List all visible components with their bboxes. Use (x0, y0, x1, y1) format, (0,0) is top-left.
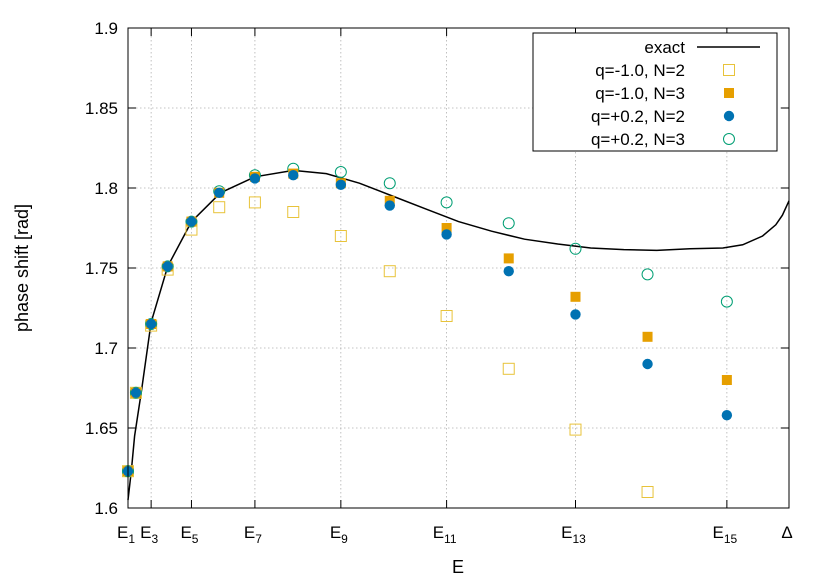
x-tick-label-main: E (330, 523, 341, 542)
data-point (502, 217, 515, 230)
legend-marker-series-3 (723, 110, 735, 122)
data-point (502, 362, 515, 375)
x-tick-label-subscript: 7 (255, 532, 262, 546)
data-point (249, 173, 261, 184)
data-point (383, 265, 396, 278)
data-point (642, 331, 653, 342)
legend-label-series-2: q=-1.0, N=3 (595, 84, 685, 103)
series-1 (122, 196, 654, 498)
data-point (335, 179, 347, 190)
data-point (288, 170, 299, 181)
data-point (162, 261, 173, 272)
x-tick-label-subscript: 15 (724, 532, 738, 546)
y-axis-ticks: 1.6 1.65 1.7 1.75 1.8 1.85 1.9 (85, 19, 789, 518)
y-tick-label: 1.75 (85, 259, 118, 278)
x-tick-label-main: E (244, 523, 255, 542)
data-point (721, 375, 732, 385)
y-tick-label: 1.85 (85, 99, 118, 118)
data-point (440, 196, 453, 209)
legend-marker-series-2 (724, 88, 734, 98)
data-point (570, 309, 581, 320)
data-point (441, 223, 452, 233)
x-tick-label-subscript: 9 (341, 532, 348, 546)
data-point (720, 295, 733, 308)
x-tick-label: E13 (561, 523, 586, 546)
data-point (287, 206, 300, 218)
exact-curve-layer (127, 169, 790, 501)
x-tick-label: E11 (433, 523, 457, 546)
x-tick-label: E5 (180, 523, 198, 546)
data-point (570, 291, 581, 302)
x-tick-label-main: E (140, 523, 151, 542)
x-tick-label-main: E (713, 523, 724, 542)
data-point (383, 177, 396, 190)
data-point (145, 318, 158, 330)
x-tick-label-subscript: 11 (444, 532, 457, 546)
y-tick-label: 1.7 (94, 339, 118, 358)
data-point (186, 216, 197, 227)
data-point (185, 215, 198, 228)
data-point (213, 201, 226, 214)
x-tick-label: E1 (117, 523, 135, 546)
data-point (130, 387, 142, 398)
data-points (122, 162, 733, 498)
x-tick-label: E9 (330, 523, 348, 546)
x-tick-label-main: E (561, 523, 572, 542)
legend-box (532, 32, 778, 152)
exact-curve (127, 169, 790, 501)
x-tick-label-subscript: 13 (572, 532, 586, 546)
series-3 (122, 170, 733, 477)
data-point (721, 410, 733, 421)
data-point (129, 386, 142, 399)
x-axis-label: E (452, 557, 464, 577)
x-tick-label-subscript: 5 (192, 532, 199, 546)
y-tick-label: 1.65 (85, 419, 118, 438)
data-point (145, 318, 157, 330)
legend-marker-series-4 (723, 133, 735, 145)
legend-label-series-4: q=+0.2, N=3 (591, 130, 685, 149)
legend-label-series-3: q=+0.2, N=2 (591, 107, 685, 126)
data-point (503, 253, 514, 264)
x-tick-label-main: E (180, 523, 191, 542)
data-point (384, 200, 395, 211)
data-point (569, 242, 582, 255)
x-tick-label: E3 (140, 523, 158, 546)
data-point (441, 229, 452, 240)
x-tick-label-main: Δ (781, 523, 792, 542)
legend-label-exact: exact (644, 38, 685, 57)
y-tick-label: 1.8 (94, 179, 118, 198)
y-tick-label: 1.6 (94, 499, 118, 518)
x-tick-label-subscript: 3 (151, 532, 158, 546)
series-4 (122, 162, 733, 478)
data-point (641, 486, 654, 498)
y-tick-label: 1.9 (94, 19, 118, 38)
data-point (334, 166, 347, 178)
data-point (503, 266, 514, 277)
data-point (334, 230, 347, 242)
x-tick-label: E15 (713, 523, 738, 546)
x-tick-label-main: E (117, 523, 128, 542)
legend: exact q=-1.0, N=2 q=-1.0, N=3 q=+0.2, N=2 q=… (532, 32, 778, 152)
x-tick-label-main: E (433, 523, 444, 542)
data-point (569, 423, 582, 436)
legend-marker-series-1 (723, 64, 735, 76)
series-2 (123, 168, 732, 477)
x-tick-label: Δ (781, 523, 792, 542)
data-point (641, 268, 654, 281)
x-tick-label: E7 (244, 523, 262, 546)
x-tick-label-subscript: 1 (128, 532, 135, 546)
data-point (161, 260, 174, 273)
data-point (248, 196, 261, 209)
data-point (440, 310, 453, 322)
legend-label-series-1: q=-1.0, N=2 (595, 61, 685, 80)
y-axis-label: phase shift [rad] (12, 204, 32, 332)
data-point (214, 187, 225, 198)
data-point (642, 358, 653, 370)
